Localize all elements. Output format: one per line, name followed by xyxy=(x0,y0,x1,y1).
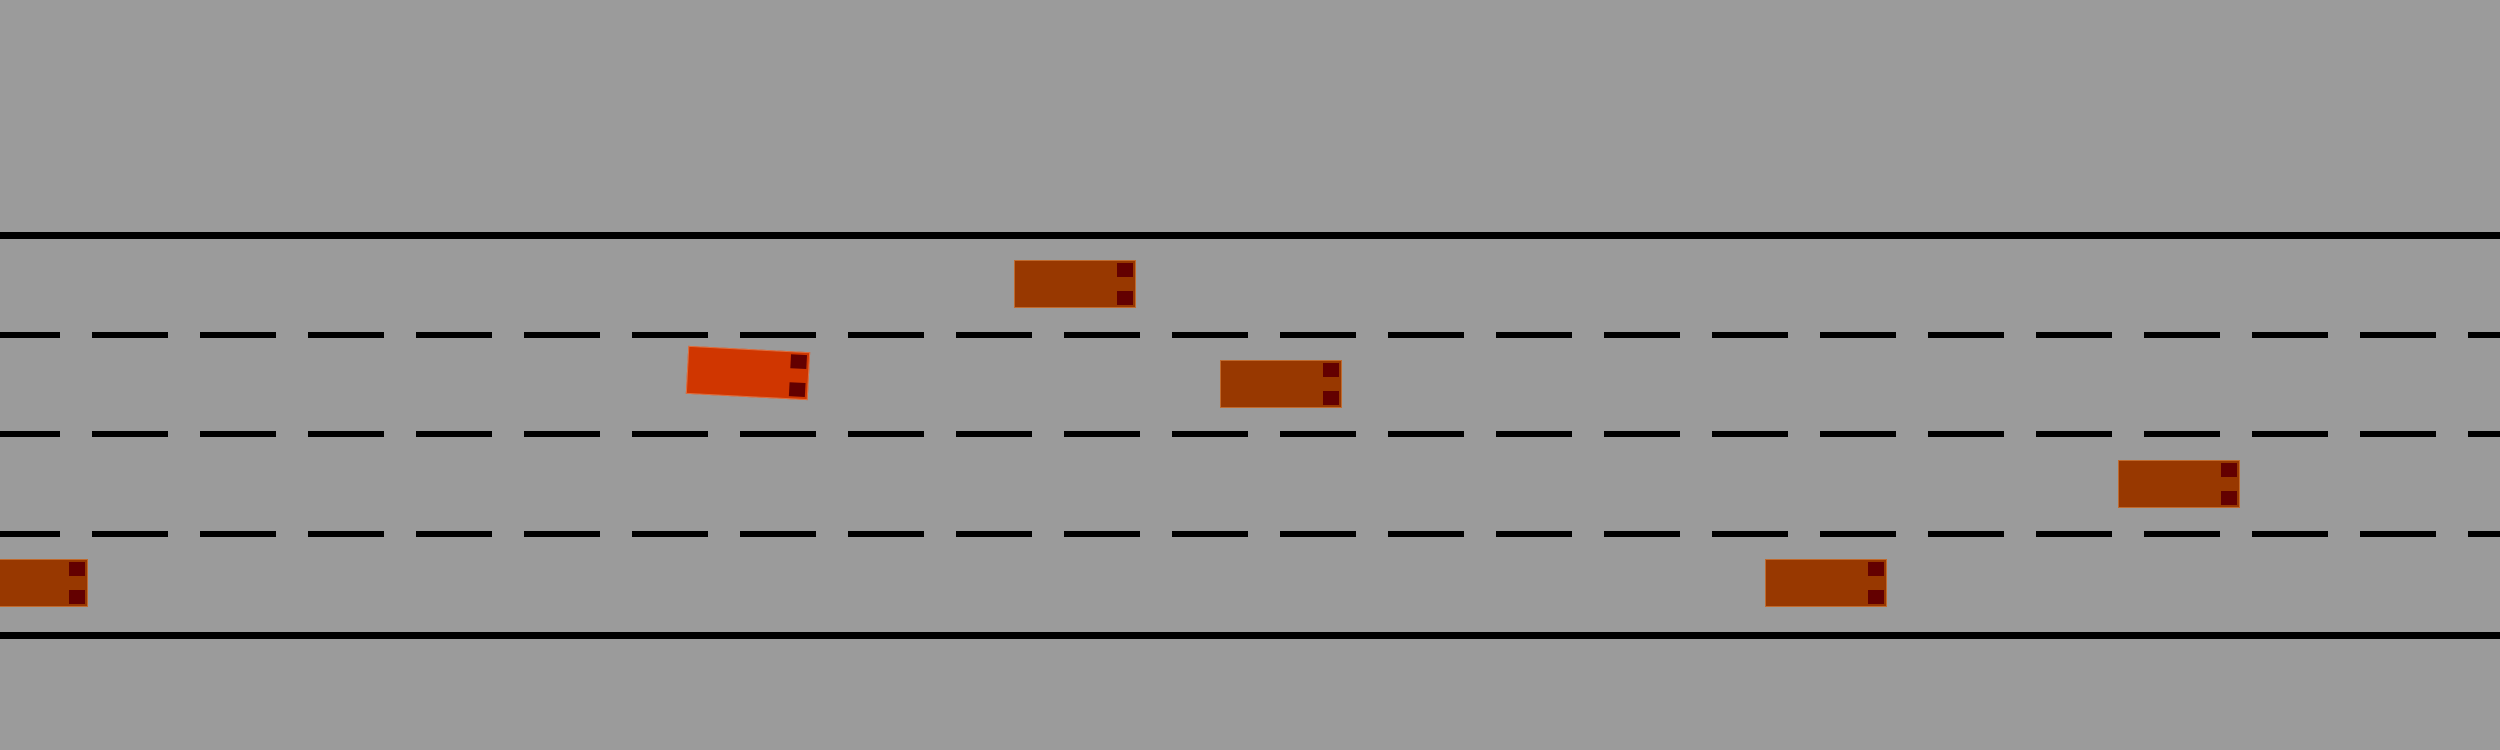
traffic-car xyxy=(0,559,88,607)
headlight xyxy=(2221,491,2237,505)
lane-divider-2 xyxy=(0,431,2500,437)
headlight xyxy=(1323,391,1339,405)
ego-car xyxy=(685,345,811,401)
traffic-car xyxy=(1220,360,1342,408)
lane-divider-3 xyxy=(0,531,2500,537)
headlight xyxy=(788,382,806,398)
headlight xyxy=(1117,263,1133,277)
headlight xyxy=(1868,590,1884,604)
road-top-edge xyxy=(0,232,2500,239)
road-bottom-edge xyxy=(0,632,2500,639)
headlight xyxy=(69,562,85,576)
traffic-car xyxy=(1765,559,1887,607)
traffic-car xyxy=(1014,260,1136,308)
headlight xyxy=(1117,291,1133,305)
lane-divider-1 xyxy=(0,332,2500,338)
traffic-car xyxy=(2118,460,2240,508)
headlight xyxy=(2221,463,2237,477)
headlight xyxy=(1868,562,1884,576)
headlight xyxy=(790,354,808,370)
headlight xyxy=(69,590,85,604)
headlight xyxy=(1323,363,1339,377)
